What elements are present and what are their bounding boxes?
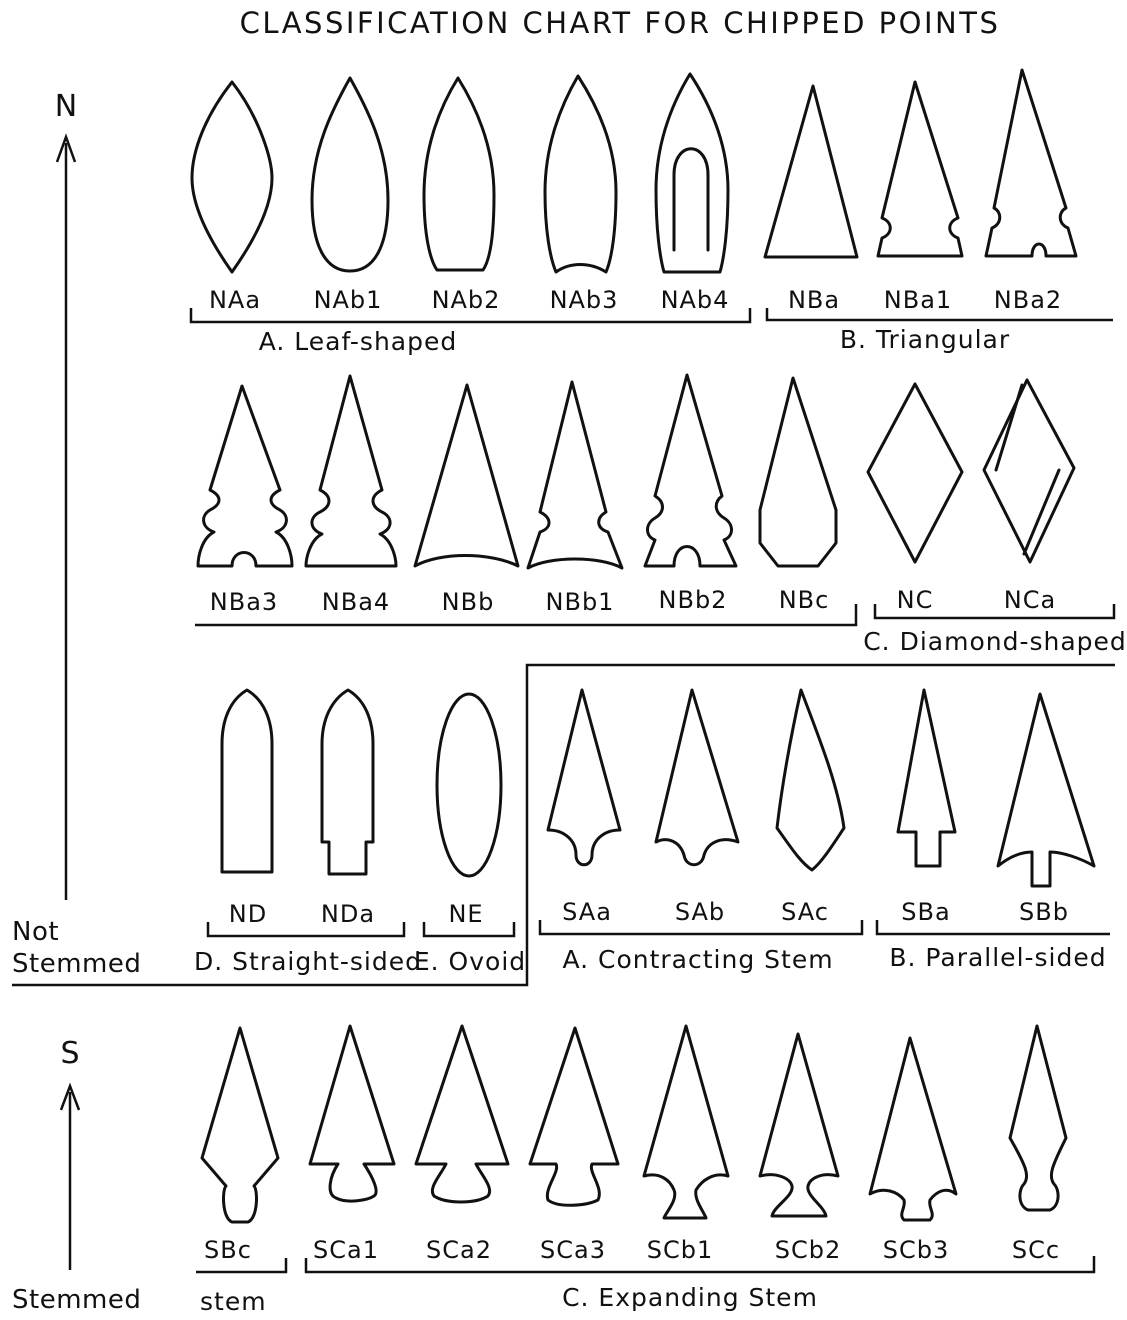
point-SBb	[998, 694, 1094, 886]
code-NDa: NDa	[321, 900, 375, 928]
code-NBb: NBb	[442, 588, 495, 616]
code-SCb1: SCb1	[647, 1236, 714, 1264]
point-ND	[222, 690, 272, 872]
bracket-row2-left	[195, 604, 856, 625]
group-contracting-stem: A. Contracting Stem	[562, 945, 833, 974]
point-NBa1	[878, 82, 962, 256]
row-1-points	[192, 70, 1076, 272]
point-SCc	[1010, 1026, 1066, 1210]
code-SBa: SBa	[901, 898, 950, 926]
code-SBc: SBc	[204, 1236, 252, 1264]
point-NBb1	[528, 382, 622, 568]
code-NBa4: NBa4	[322, 588, 390, 616]
code-NBa3: NBa3	[210, 588, 278, 616]
point-SCa1	[310, 1026, 394, 1201]
group-diamond-shaped: C. Diamond-shaped	[863, 627, 1127, 656]
stem-boundary-line	[12, 665, 1115, 985]
point-SBc	[202, 1028, 278, 1222]
point-NCa	[984, 380, 1074, 562]
point-SAc	[777, 690, 844, 870]
code-SCb2: SCb2	[775, 1236, 842, 1264]
code-SCa1: SCa1	[313, 1236, 379, 1264]
s-axis-letter: S	[60, 1036, 79, 1071]
code-NBb2: NBb2	[659, 586, 728, 614]
point-NCa-band	[996, 385, 1059, 554]
code-SCb3: SCb3	[883, 1236, 950, 1264]
point-NAb3	[545, 76, 616, 272]
code-SCa3: SCa3	[540, 1236, 606, 1264]
row-4-points	[202, 1026, 1066, 1222]
row-3-points	[222, 690, 1094, 886]
point-SBa	[898, 690, 955, 866]
code-NAb3: NAb3	[550, 286, 619, 314]
point-NBb2	[645, 375, 736, 566]
point-SCb3	[870, 1038, 956, 1220]
code-NBb1: NBb1	[546, 588, 615, 616]
code-NBa2: NBa2	[994, 286, 1062, 314]
point-SAa	[548, 690, 620, 865]
code-SCc: SCc	[1012, 1236, 1060, 1264]
point-NAb4-inner	[674, 149, 708, 250]
point-NBc	[760, 378, 836, 566]
code-NE: NE	[448, 900, 483, 928]
code-SAa: SAa	[562, 898, 612, 926]
stemmed-label: Stemmed	[12, 1285, 141, 1315]
point-NAb2	[424, 78, 494, 270]
point-NBa	[765, 86, 857, 257]
group-parallel-sided: B. Parallel-sided	[889, 943, 1106, 972]
code-NAb1: NAb1	[314, 286, 383, 314]
point-NAa	[192, 82, 272, 272]
point-SCb2	[760, 1034, 838, 1216]
group-leaf-shaped: A. Leaf-shaped	[259, 327, 458, 356]
point-SCb1	[644, 1026, 728, 1218]
point-NBa4	[306, 376, 396, 566]
point-NBb	[415, 385, 518, 566]
code-NAa: NAa	[209, 286, 261, 314]
point-SCa3	[530, 1028, 618, 1205]
code-NBa1: NBa1	[884, 286, 952, 314]
point-SAb	[656, 690, 738, 865]
code-NBa: NBa	[788, 286, 840, 314]
code-NCa: NCa	[1004, 586, 1056, 614]
point-NAb4	[656, 74, 728, 272]
group-stem: stem	[200, 1287, 267, 1316]
point-NBa2	[986, 70, 1076, 256]
point-NDa	[322, 690, 373, 874]
row-2-points	[198, 375, 1074, 568]
group-straight-sided: D. Straight-sided	[194, 947, 422, 976]
code-NC: NC	[897, 586, 934, 614]
group-expanding-stem: C. Expanding Stem	[562, 1283, 818, 1312]
code-ND: ND	[229, 900, 267, 928]
code-SBb: SBb	[1019, 898, 1069, 926]
code-SAc: SAc	[781, 898, 829, 926]
code-SCa2: SCa2	[426, 1236, 492, 1264]
point-NE	[437, 694, 501, 876]
chart-title: CLASSIFICATION CHART FOR CHIPPED POINTS	[240, 6, 1001, 40]
code-NBc: NBc	[779, 586, 830, 614]
not-stemmed-label-line2: Stemmed	[12, 949, 141, 979]
group-triangular: B. Triangular	[840, 325, 1010, 354]
point-NBa3	[198, 386, 292, 566]
code-SAb: SAb	[675, 898, 725, 926]
code-NAb2: NAb2	[432, 286, 501, 314]
group-ovoid: E. Ovoid	[414, 947, 526, 976]
point-SCa2	[416, 1026, 508, 1202]
code-NAb4: NAb4	[661, 286, 730, 314]
point-NC	[868, 384, 962, 562]
not-stemmed-label-line1: Not	[12, 917, 59, 947]
point-NAb1	[312, 78, 388, 271]
n-axis-letter: N	[55, 89, 77, 124]
